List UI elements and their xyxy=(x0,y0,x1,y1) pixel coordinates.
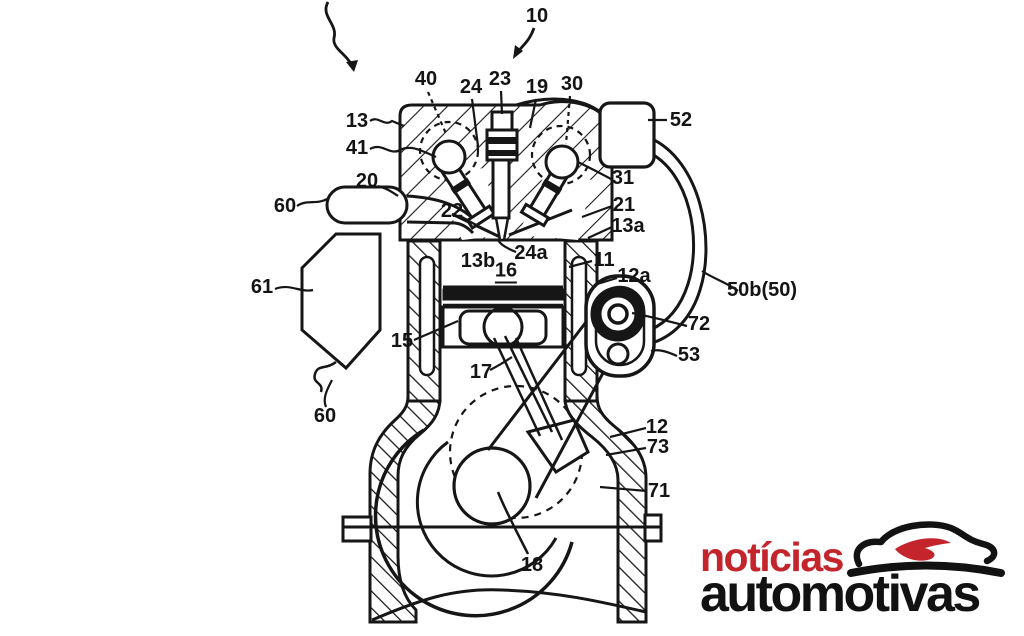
piston xyxy=(441,285,565,349)
crank-journal xyxy=(452,446,532,526)
logo-top-row: notícias xyxy=(700,516,1022,581)
leader-72 xyxy=(631,311,688,328)
arrow-topleft-leader xyxy=(324,1,353,65)
fuel-injector xyxy=(485,110,519,242)
leader-13a xyxy=(587,226,613,239)
oil-pan-edge xyxy=(371,588,647,622)
ref-label-10: 10 xyxy=(525,5,549,27)
ref-label-20: 20 xyxy=(355,170,379,192)
head-bolt-slot-left xyxy=(418,255,436,377)
noticias-automotivas-logo: notícias automotivas xyxy=(700,516,1022,623)
ref-label-40: 40 xyxy=(414,68,438,90)
ref-label-15: 15 xyxy=(390,330,414,352)
arrow-topleft-head xyxy=(346,60,358,72)
leader-61 xyxy=(274,285,314,292)
ref-label-13: 13 xyxy=(345,110,369,132)
air-box-drain-squiggle xyxy=(313,360,337,393)
leader-21 xyxy=(581,204,613,219)
leader-18 xyxy=(496,491,530,555)
leader-60-top xyxy=(296,198,328,207)
leader-23 xyxy=(499,90,504,115)
tensioner-pin xyxy=(606,342,630,366)
ref-label-24: 24 xyxy=(459,76,483,98)
ref-label-41: 41 xyxy=(345,137,369,159)
intake-valve xyxy=(418,120,497,230)
piston-pin xyxy=(482,306,524,348)
mount-flange-left xyxy=(341,515,373,543)
ref-label-50b-50: 50b(50) xyxy=(726,279,798,301)
ref-label-30: 30 xyxy=(560,73,584,95)
leader-15 xyxy=(413,319,459,342)
ref-label-23: 23 xyxy=(488,68,512,90)
leader-60-bottom xyxy=(323,379,333,408)
leader-12 xyxy=(609,426,647,439)
ref-label-52: 52 xyxy=(669,109,693,131)
ref-label-73: 73 xyxy=(646,436,670,458)
ref-label-21: 21 xyxy=(612,194,636,216)
counterweight-outer-arc xyxy=(373,428,574,618)
ref-label-71: 71 xyxy=(647,480,671,502)
leader-41 xyxy=(369,145,437,159)
piston-ring-band xyxy=(442,288,564,301)
ref-label-18: 18 xyxy=(520,554,544,576)
leader-30 xyxy=(564,95,572,145)
ref-label-11: 11 xyxy=(593,249,615,271)
leader-53 xyxy=(650,349,678,358)
leader-11 xyxy=(568,259,593,269)
crankshaft xyxy=(373,384,590,618)
ref-label-31: 31 xyxy=(611,167,635,189)
logo-word-automotivas: automotivas xyxy=(700,565,981,623)
ref-label-24a: 24a xyxy=(514,242,548,264)
ref-label-22: 22 xyxy=(440,200,464,222)
ref-label-19: 19 xyxy=(525,76,549,98)
leader-22 xyxy=(461,216,483,229)
leader-71 xyxy=(599,485,648,493)
leader-24a xyxy=(497,239,517,254)
car-swoosh xyxy=(894,538,951,561)
component-box-52 xyxy=(598,101,656,169)
ref-label-53: 53 xyxy=(677,344,701,366)
rod-big-end xyxy=(525,418,590,475)
ref-label-12: 12 xyxy=(645,416,669,438)
leader-19 xyxy=(528,98,538,129)
logo-word-noticias: notícias xyxy=(700,534,844,581)
ref-label-16: 16 xyxy=(494,259,518,284)
leader-lines xyxy=(274,1,739,555)
leader-50b xyxy=(701,270,739,292)
leader-24 xyxy=(470,98,480,147)
leader-12a xyxy=(593,276,618,287)
head-bolt-slot-right xyxy=(570,255,588,377)
chain-cover-loop xyxy=(647,136,708,344)
leader-17 xyxy=(489,356,513,371)
leader-31 xyxy=(577,161,612,180)
ref-label-13b: 13b xyxy=(460,250,496,272)
injector-tip xyxy=(494,216,510,242)
ref-label-17: 17 xyxy=(469,361,493,383)
valve-retainer xyxy=(431,139,467,175)
leader-13 xyxy=(369,118,405,128)
leader-73 xyxy=(605,446,647,457)
ref-label-13a: 13a xyxy=(611,215,645,237)
ref-label-60-top: 60 xyxy=(273,195,297,217)
valve-retainer xyxy=(544,144,580,180)
air-box xyxy=(300,232,382,393)
car-icon xyxy=(846,521,1005,577)
leader-20 xyxy=(377,184,399,197)
pin-boss xyxy=(458,309,548,346)
ref-label-72: 72 xyxy=(687,313,711,335)
ref-label-60-bottom: 60 xyxy=(313,405,337,427)
counterweight-inner-arc xyxy=(415,440,558,578)
ref-label-12a: 12a xyxy=(617,265,651,287)
exhaust-valve xyxy=(519,124,592,228)
arrow-10-head xyxy=(513,45,523,59)
intake-runner xyxy=(325,185,475,235)
connecting-rod xyxy=(492,335,564,441)
ref-label-61: 61 xyxy=(250,276,274,298)
